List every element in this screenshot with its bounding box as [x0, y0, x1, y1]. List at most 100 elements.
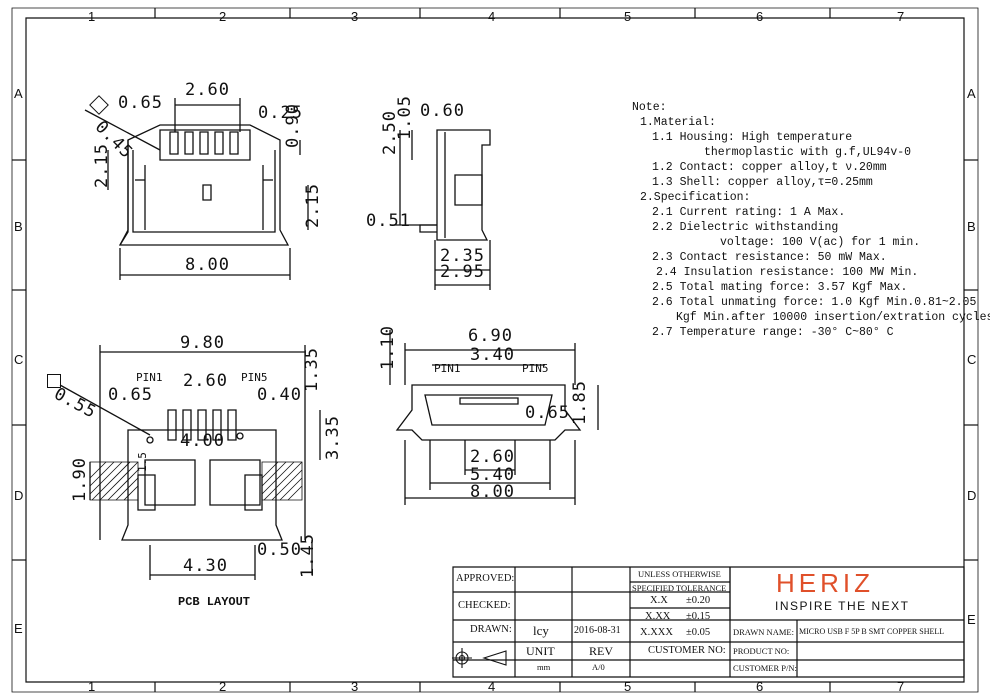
dim-side-inner-depth: 2.35 — [440, 246, 485, 266]
dim-top-pin-width: 0.25 — [258, 103, 303, 123]
tolerance-format-2: X.XX — [645, 611, 671, 622]
grid-col-1-bottom: 1 — [88, 679, 96, 694]
dim-pcb-pad-span: 4.00 — [180, 431, 225, 451]
customer-pn-label: CUSTOMER P/N: — [733, 663, 797, 673]
pcb-chamfer-square-icon — [47, 374, 61, 388]
note-line: 2.6 Total unmating force: 1.0 Kgf Min.0.… — [652, 296, 977, 309]
grid-col-2: 2 — [219, 9, 227, 24]
rev-label: REV — [589, 644, 613, 658]
tolerance-value-2: ±0.15 — [686, 611, 711, 622]
tolerance-format-1: X.X — [650, 595, 668, 606]
note-line: 2.4 Insulation resistance: 100 MW Min. — [656, 266, 919, 279]
grid-col-7: 7 — [897, 9, 905, 24]
grid-col-6-bottom: 6 — [756, 679, 764, 694]
pcb-pad-hatch-right — [262, 462, 302, 500]
grid-col-7-bottom: 7 — [897, 679, 905, 694]
drawn-date: 2016-08-31 — [574, 625, 621, 636]
note-line: 1.2 Contact: copper alloy,t ν.20mm — [652, 161, 887, 174]
dim-side-upper-height: 1.05 — [395, 95, 415, 140]
dim-top-pitch: 2.60 — [185, 80, 230, 100]
note-line: 2.5 Total mating force: 3.57 Kgf Max. — [652, 281, 908, 294]
note-line: voltage: 100 V(ac) for 1 min. — [720, 236, 921, 249]
grid-col-2-bottom: 2 — [219, 679, 227, 694]
grid-col-6: 6 — [756, 9, 764, 24]
dim-top-right-height: 2.15 — [303, 183, 323, 228]
drawn-name-label: DRAWN NAME: — [733, 627, 794, 637]
dim-pcb-slot-span: 4.30 — [183, 556, 228, 576]
side-view-drawing — [390, 130, 490, 290]
grid-col-5-bottom: 5 — [624, 679, 632, 694]
dim-top-chamfer: 0.65 — [118, 93, 163, 113]
grid-col-3-bottom: 3 — [351, 679, 359, 694]
grid-col-1: 1 — [88, 9, 96, 24]
dim-pcb-pad-depth: 3.35 — [323, 415, 343, 460]
dim-top-width: 8.00 — [185, 255, 230, 275]
dim-side-outer-depth: 2.95 — [440, 262, 485, 282]
dim-top-left-height: 2.15 — [92, 143, 112, 188]
dim-front-inner: 2.60 — [470, 447, 515, 467]
grid-col-3: 3 — [351, 9, 359, 24]
unit-value: mm — [537, 662, 551, 672]
note-line: 2.7 Temperature range: -30° C~80° C — [652, 326, 894, 339]
note-line: 2.2 Dielectric withstanding — [652, 221, 839, 234]
dim-pcb-bottom-height: 1.45 — [298, 533, 318, 578]
tolerance-value-1: ±0.20 — [686, 595, 711, 606]
dim-front-height-top: 1.10 — [378, 325, 398, 370]
dim-pcb-pad-offset: 0.65 — [108, 385, 153, 405]
grid-col-4-bottom: 4 — [488, 679, 496, 694]
notes-block: Note: 1.Material: 1.1 Housing: High temp… — [632, 100, 990, 340]
grid-row-e-right: E — [967, 612, 976, 627]
customer-no-label: CUSTOMER NO: — [648, 645, 726, 656]
note-line: 1.1 Housing: High temperature — [652, 131, 853, 144]
tolerance-heading-1: UNLESS OTHERWISE — [638, 569, 721, 579]
approved-label: APPROVED: — [456, 573, 515, 584]
projection-symbol — [452, 648, 506, 668]
dim-side-foot: 0.51 — [366, 211, 411, 231]
pcb-layout-title: PCB LAYOUT — [178, 595, 251, 609]
note-line: 1.3 Shell: copper alloy,τ=0.25mm — [652, 176, 873, 189]
dim-pcb-pad-length: 1.35 — [302, 347, 322, 392]
grid-row-a-right: A — [967, 86, 976, 101]
front-pin5-label: PIN5 — [522, 362, 549, 375]
grid-col-4: 4 — [488, 9, 496, 24]
grid-row-b: B — [14, 219, 23, 234]
grid-row-d-right: D — [967, 488, 977, 503]
dim-pcb-pad-pitch: 2.60 — [183, 371, 228, 391]
dim-pcb-side-pad: 1.90 — [70, 457, 90, 502]
rev-value: A/0 — [592, 662, 605, 672]
dim-top-height: 0.90 — [283, 103, 303, 148]
note-line: 1.Material: — [640, 116, 716, 129]
grid-row-d: D — [14, 488, 24, 503]
grid-col-5: 5 — [624, 9, 632, 24]
grid-row-a: A — [14, 86, 23, 101]
dim-front-pin-span: 3.40 — [470, 345, 515, 365]
note-line: thermoplastic with g.f,UL94v-0 — [704, 146, 912, 159]
dim-side-top-offset: 0.60 — [420, 101, 465, 121]
grid-row-c-right: C — [967, 352, 977, 367]
front-view-drawing — [390, 330, 598, 505]
pcb-pin5-label: PIN5 — [241, 371, 268, 384]
tolerance-heading-2: SPECIFIED TOLERANCE — [632, 583, 727, 593]
top-view-drawing — [85, 98, 308, 280]
drawn-label: DRAWN: — [470, 624, 512, 635]
tolerance-format-3: X.XXX — [640, 627, 673, 638]
grid-row-c: C — [14, 352, 24, 367]
drawn-name-value: MICRO USB F 5P B SMT COPPER SHELL — [799, 627, 945, 636]
note-line: 2.1 Current rating: 1 A Max. — [652, 206, 846, 219]
notes-heading: Note: — [632, 101, 667, 114]
pcb-pin1-label: PIN1 — [136, 371, 163, 384]
company-slogan: INSPIRE THE NEXT — [775, 599, 910, 613]
dim-pcb-bottom-gap: 0.50 — [257, 540, 302, 560]
product-no-label: PRODUCT NO: — [733, 646, 790, 656]
front-pin1-label: PIN1 — [434, 362, 461, 375]
dim-pcb-overall-width: 9.80 — [180, 333, 225, 353]
dim-front-height: 1.85 — [570, 380, 590, 425]
note-line: 2.3 Contact resistance: 50 mW Max. — [652, 251, 887, 264]
drawn-by: lcy — [533, 623, 549, 638]
dim-pcb-pad-width: 0.40 — [257, 385, 302, 405]
checked-label: CHECKED: — [458, 600, 511, 611]
grid-row-e: E — [14, 621, 23, 636]
note-line: Kgf Min.after 10000 insertion/extration … — [676, 311, 990, 324]
dim-front-mid: 5.40 — [470, 465, 515, 485]
